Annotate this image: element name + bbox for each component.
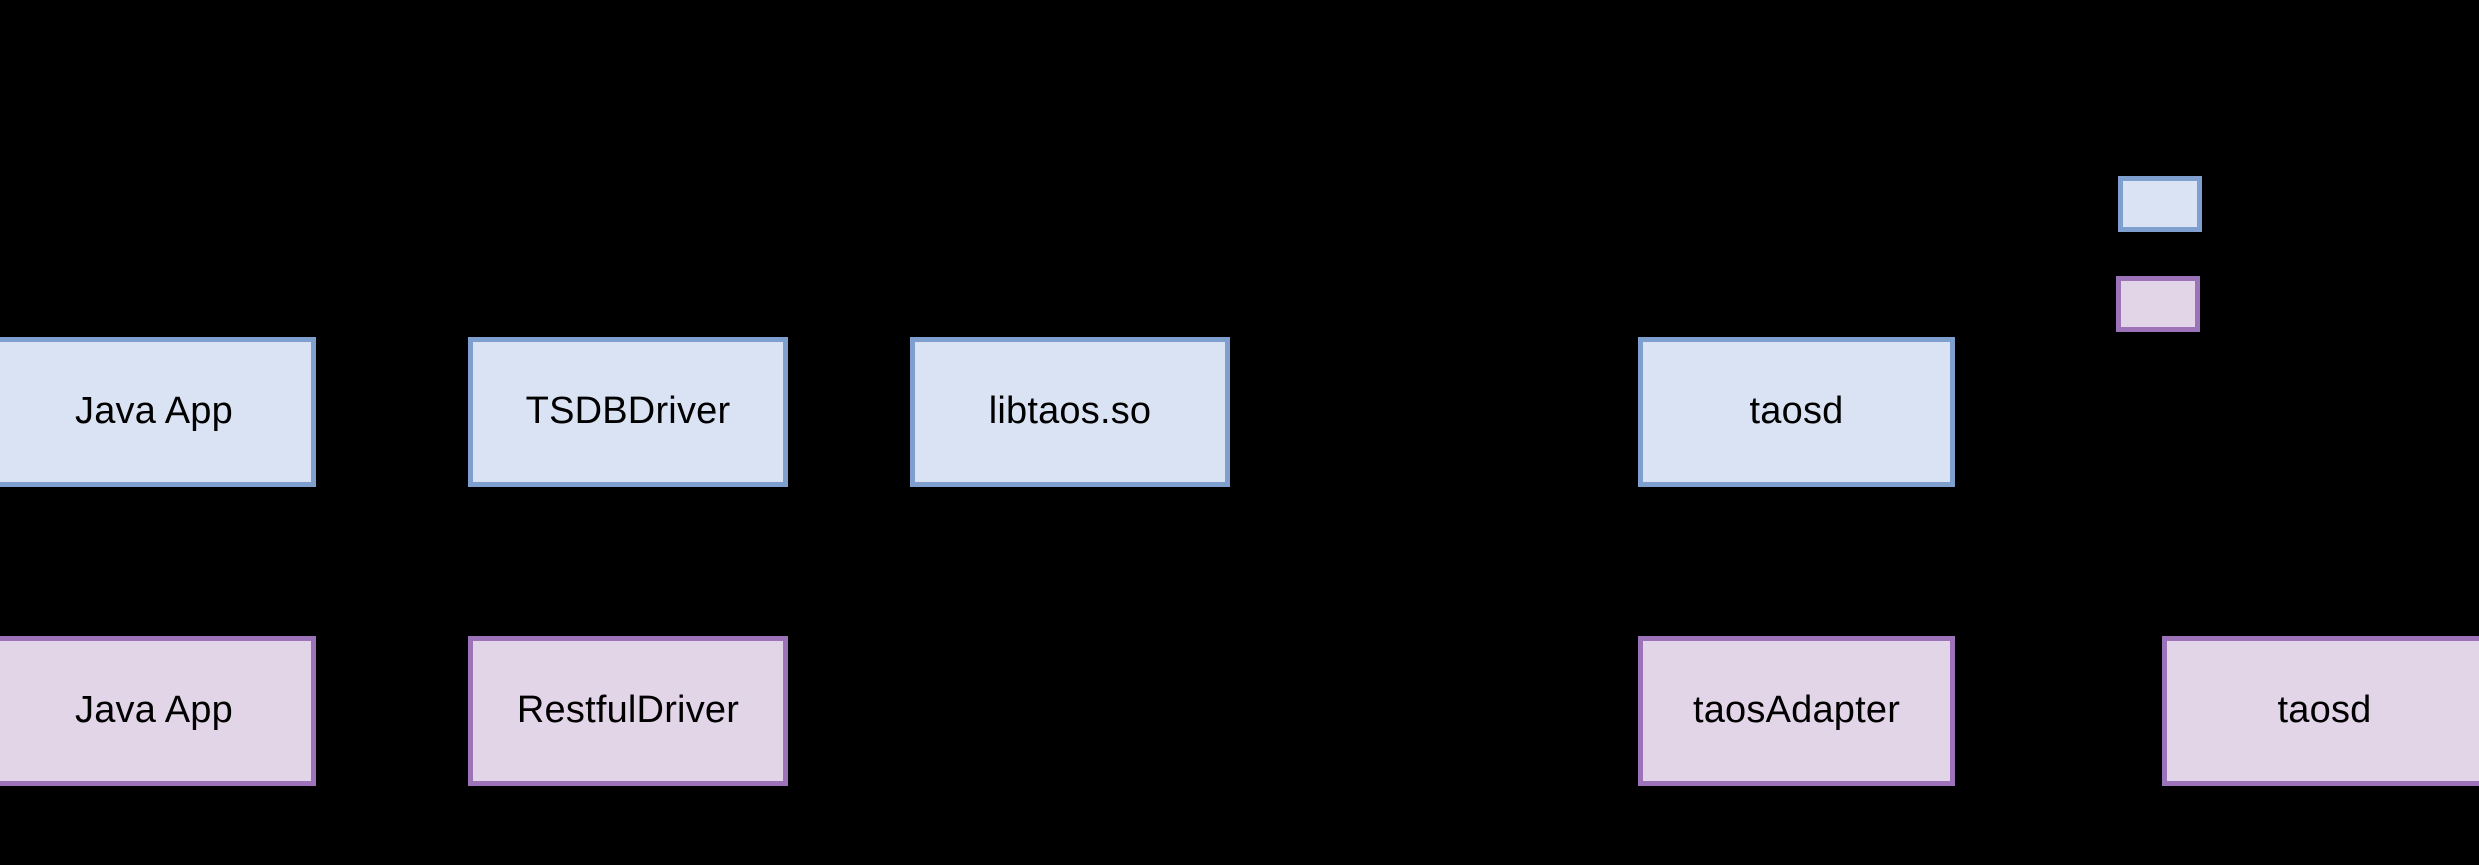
node-taos-adapter[interactable]: taosAdapter [1638, 636, 1955, 786]
node-taosd-native[interactable]: taosd [1638, 337, 1955, 487]
node-tsdb-driver[interactable]: TSDBDriver [468, 337, 788, 487]
arrowhead-right-taosd-native [1624, 403, 1638, 421]
connector-java-app-native-to-tsdb-driver [316, 412, 468, 415]
arrowhead-right-taosd-rest [2148, 702, 2162, 720]
node-restful-driver[interactable]: RestfulDriver [468, 636, 788, 786]
connector-libtaos-so-to-taosd-native [1230, 412, 1638, 415]
node-label: Java App [75, 390, 233, 433]
arrowhead-left-libtaos-so [1230, 403, 1244, 421]
arrowhead-left-taos-adapter [1955, 702, 1969, 720]
node-java-app-native[interactable]: Java App [0, 337, 316, 487]
connector-restful-driver-to-taos-adapter [788, 711, 1638, 714]
node-label: libtaos.so [988, 390, 1152, 433]
arrowhead-left-java-app-rest [316, 702, 330, 720]
arrowhead-right-restful-driver [454, 702, 468, 720]
arrowhead-left-restful-driver [788, 702, 802, 720]
arrowhead-right-tsdb-driver [454, 403, 468, 421]
node-label: taosd [1749, 390, 1844, 433]
node-java-app-rest[interactable]: Java App [0, 636, 316, 786]
node-label: taosd [2277, 689, 2372, 732]
legend-swatch-rest [2116, 276, 2200, 332]
arrowhead-left-tsdb-driver [788, 403, 802, 421]
legend-swatch-native [2118, 176, 2202, 232]
node-label: TSDBDriver [525, 390, 731, 433]
node-label: taosAdapter [1692, 689, 1901, 732]
connector-taos-adapter-to-taosd-rest [1955, 711, 2162, 714]
arrowhead-left-java-app-native [316, 403, 330, 421]
node-label: Java App [75, 689, 233, 732]
arrowhead-right-libtaos-so [896, 403, 910, 421]
arrowhead-right-taos-adapter [1624, 702, 1638, 720]
connector-tsdb-driver-to-libtaos-so [788, 412, 910, 415]
node-libtaos-so[interactable]: libtaos.so [910, 337, 1230, 487]
node-taosd-rest[interactable]: taosd [2162, 636, 2479, 786]
connector-java-app-rest-to-restful-driver [316, 711, 468, 714]
node-label: RestfulDriver [516, 689, 740, 732]
